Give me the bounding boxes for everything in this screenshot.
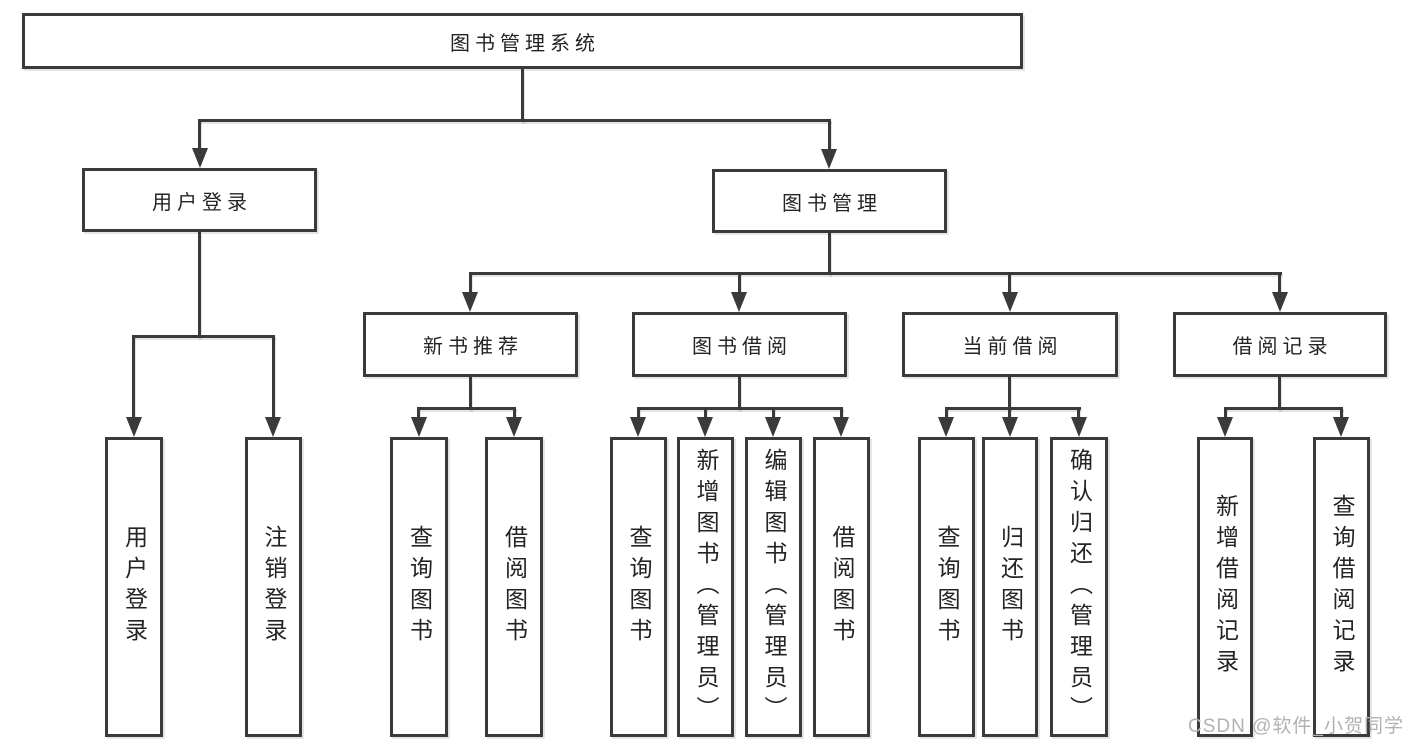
- node-root-label: 图书管理系统: [450, 32, 600, 55]
- leaf-br-query-record: 查询借阅记录: [1313, 437, 1370, 737]
- connector-drop-bb-edit: [772, 407, 775, 421]
- connector-user-login-rail: [132, 335, 275, 338]
- connector-drop-borrow-records: [1278, 272, 1281, 295]
- arrowhead-br-add-icon: [1217, 417, 1233, 437]
- leaf-label: 查询图书: [406, 525, 433, 649]
- connector-current-borrow-rail: [945, 407, 1081, 410]
- connector-root-trunk: [521, 69, 524, 122]
- leaf-label: 注销登录: [261, 525, 287, 649]
- node-current-borrow: 当前借阅: [902, 312, 1118, 377]
- leaf-label: 确认归还（管理员）: [1066, 447, 1093, 727]
- node-book-management-label: 图书管理: [782, 192, 882, 215]
- connector-drop-bb-borrow: [840, 407, 843, 421]
- connector-drop-user-login: [198, 119, 201, 152]
- node-new-book-recommend-label: 新书推荐: [423, 336, 523, 358]
- arrowhead-br-query-icon: [1333, 417, 1349, 437]
- connector-level2-rail: [469, 272, 1282, 275]
- leaf-bb-query-books: 查询图书: [610, 437, 667, 737]
- connector-drop-current-borrow: [1008, 272, 1011, 295]
- leaf-label: 借阅图书: [829, 525, 855, 649]
- arrowhead-book-borrow-icon: [731, 292, 747, 312]
- node-book-borrow: 图书借阅: [632, 312, 847, 377]
- arrowhead-bb-query-icon: [630, 417, 646, 437]
- node-book-management: 图书管理: [712, 169, 947, 233]
- connector-drop-cb-confirm: [1077, 407, 1080, 421]
- arrowhead-new-book-icon: [462, 292, 478, 312]
- csdn-watermark: CSDN @软件_小贺同学: [1188, 716, 1404, 737]
- connector-user-login-trunk: [198, 232, 201, 338]
- connector-level1-rail: [198, 119, 831, 122]
- leaf-bb-edit-books-admin: 编辑图书（管理员）: [745, 437, 802, 737]
- arrowhead-borrow-records-icon: [1272, 292, 1288, 312]
- leaf-cb-confirm-return-admin: 确认归还（管理员）: [1050, 437, 1108, 737]
- arrowhead-bb-edit-icon: [765, 417, 781, 437]
- leaf-label: 用户登录: [121, 525, 148, 649]
- arrowhead-bb-add-icon: [697, 417, 713, 437]
- leaf-label: 归还图书: [997, 525, 1024, 649]
- leaf-label: 查询图书: [934, 525, 960, 649]
- arrowhead-cb-confirm-icon: [1071, 417, 1087, 437]
- arrowhead-nb-query-icon: [411, 417, 427, 437]
- connector-drop-br-query: [1340, 407, 1343, 421]
- connector-drop-nb-borrow: [513, 407, 516, 421]
- node-book-borrow-label: 图书借阅: [692, 336, 792, 358]
- connector-new-book-rail: [417, 407, 516, 410]
- node-user-login: 用户登录: [82, 168, 317, 232]
- arrowhead-leaf-user-login-icon: [126, 417, 142, 437]
- connector-drop-book-management: [828, 119, 831, 153]
- leaf-cb-return-books: 归还图书: [982, 437, 1038, 737]
- leaf-bb-borrow-books: 借阅图书: [813, 437, 870, 737]
- arrowhead-cb-query-icon: [938, 417, 954, 437]
- arrowhead-cb-return-icon: [1002, 417, 1018, 437]
- leaf-user-login: 用户登录: [105, 437, 163, 737]
- node-user-login-label: 用户登录: [152, 191, 252, 214]
- leaf-label: 查询借阅记录: [1329, 494, 1355, 680]
- leaf-bb-add-books-admin: 新增图书（管理员）: [677, 437, 734, 737]
- node-borrow-records: 借阅记录: [1173, 312, 1387, 377]
- arrowhead-leaf-logout-icon: [265, 417, 281, 437]
- leaf-cb-query-books: 查询图书: [918, 437, 975, 737]
- arrowhead-current-borrow-icon: [1002, 292, 1018, 312]
- connector-drop-bb-query: [637, 407, 640, 421]
- connector-drop-nb-query: [417, 407, 420, 421]
- node-borrow-records-label: 借阅记录: [1232, 336, 1333, 358]
- connector-book-borrow-trunk: [738, 377, 741, 410]
- leaf-label: 新增借阅记录: [1212, 494, 1239, 680]
- connector-book-management-trunk: [828, 233, 831, 275]
- leaf-nb-query-books: 查询图书: [390, 437, 448, 737]
- connector-current-borrow-trunk: [1008, 377, 1011, 410]
- node-new-book-recommend: 新书推荐: [363, 312, 578, 377]
- leaf-label: 新增图书（管理员）: [693, 447, 719, 727]
- arrowhead-bb-borrow-icon: [833, 417, 849, 437]
- connector-borrow-records-trunk: [1278, 377, 1281, 410]
- connector-drop-leaf-user-login: [132, 335, 135, 420]
- leaf-br-add-record: 新增借阅记录: [1197, 437, 1253, 737]
- arrowhead-nb-borrow-icon: [506, 417, 522, 437]
- node-current-borrow-label: 当前借阅: [962, 336, 1063, 358]
- connector-drop-book-borrow: [738, 272, 741, 295]
- arrowhead-user-login-icon: [192, 148, 208, 168]
- connector-drop-br-add: [1224, 407, 1227, 421]
- connector-drop-cb-query: [945, 407, 948, 421]
- leaf-label: 编辑图书（管理员）: [761, 447, 787, 727]
- arrowhead-book-management-icon: [821, 149, 837, 169]
- connector-book-borrow-rail: [637, 407, 843, 410]
- connector-drop-cb-return: [1008, 407, 1011, 421]
- connector-drop-leaf-logout: [272, 335, 275, 420]
- connector-drop-bb-add: [704, 407, 707, 421]
- leaf-label: 借阅图书: [501, 525, 528, 649]
- connector-new-book-trunk: [469, 377, 472, 410]
- connector-borrow-records-rail: [1224, 407, 1343, 410]
- leaf-label: 查询图书: [626, 525, 652, 649]
- leaf-logout: 注销登录: [245, 437, 302, 737]
- leaf-nb-borrow-books: 借阅图书: [485, 437, 543, 737]
- node-root: 图书管理系统: [22, 13, 1023, 69]
- connector-drop-new-book: [469, 272, 472, 295]
